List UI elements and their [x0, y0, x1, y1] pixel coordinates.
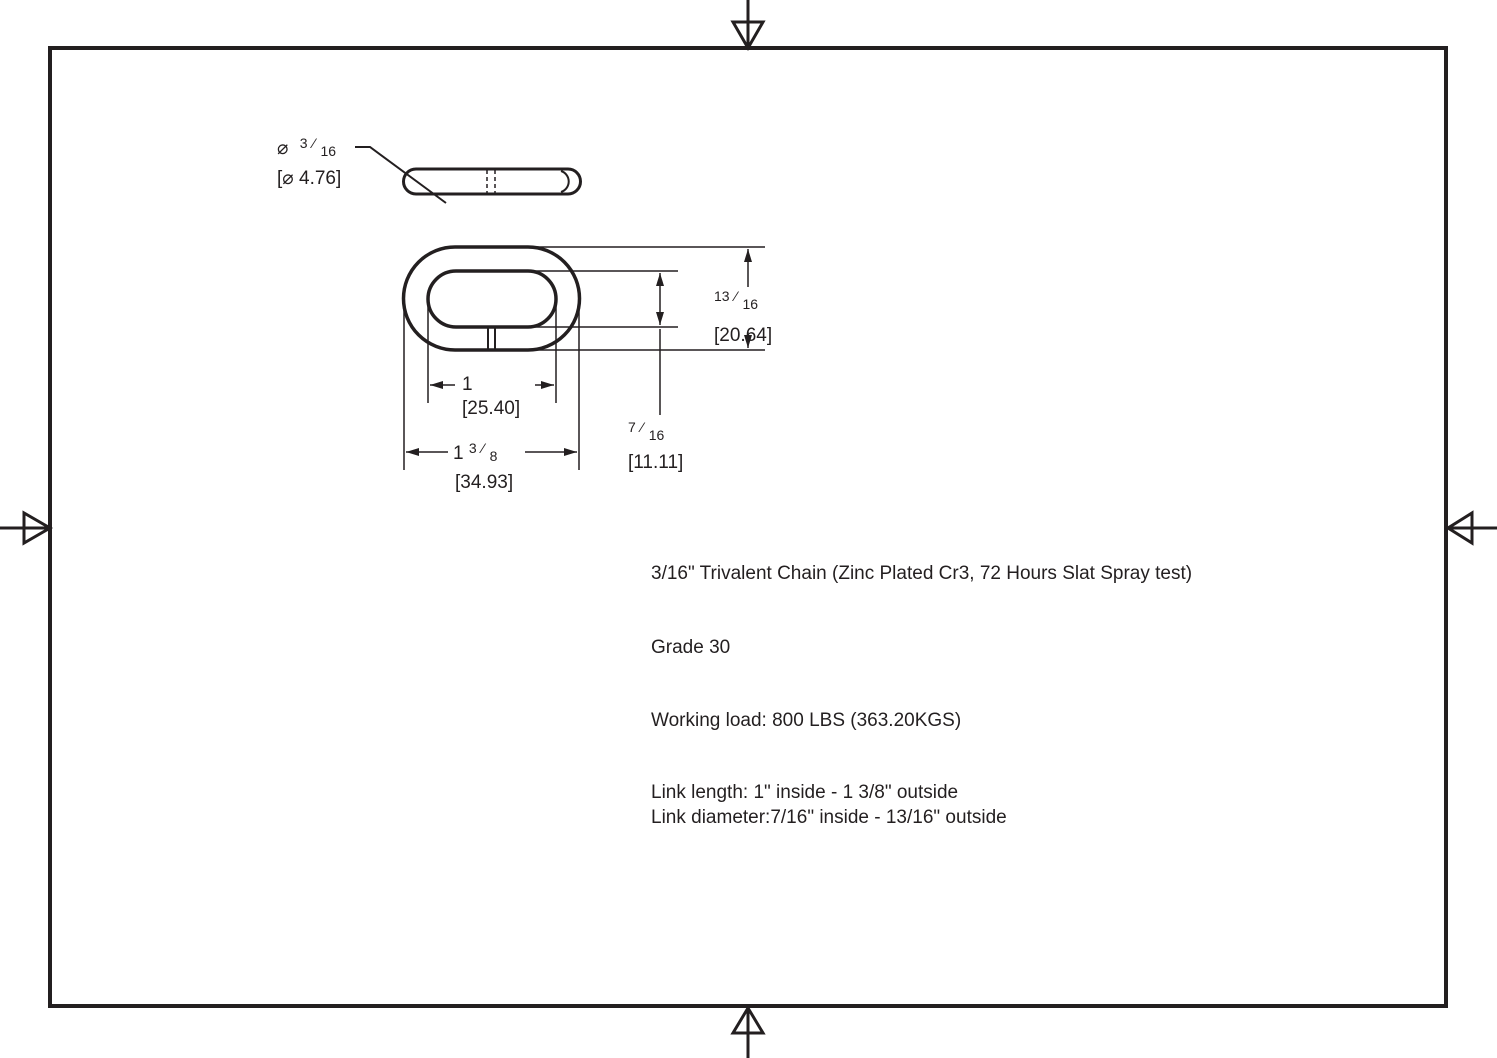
wire-diameter-denominator: 16	[320, 143, 336, 159]
link-front-view	[401, 245, 582, 352]
inside-diameter-denominator: 16	[649, 427, 665, 443]
outside-diameter-metric: [20.64]	[714, 325, 772, 346]
inside-diameter-dimension	[528, 270, 678, 415]
inside-length-dimension	[427, 300, 557, 403]
link-outer-outline	[401, 245, 582, 352]
outside-diameter-numerator: 13	[714, 288, 730, 304]
outside-length-dimension	[403, 300, 580, 470]
spec-link-diameter: Link diameter:7/16" inside - 13/16" outs…	[651, 807, 1007, 828]
wire-diameter-imperial: ⌀ 3 ⁄ 16	[277, 132, 336, 159]
inside-diameter-metric: [11.11]	[628, 452, 683, 473]
inside-length-imperial: 1	[462, 374, 473, 395]
link-inner-outline	[426, 269, 558, 329]
centering-marker-bottom	[730, 1005, 766, 1058]
link-side-view	[402, 167, 582, 196]
outside-length-metric: [34.93]	[455, 472, 513, 493]
diameter-symbol: ⌀	[277, 138, 288, 159]
drawing-frame	[48, 46, 1448, 1008]
wire-diameter-leader	[355, 146, 447, 204]
spec-working-load: Working load: 800 LBS (363.20KGS)	[651, 710, 962, 731]
outside-length-imperial: 1 3 ⁄ 8	[453, 437, 498, 464]
spec-link-length: Link length: 1" inside - 1 3/8" outside	[651, 782, 959, 803]
spec-title: 3/16" Trivalent Chain (Zinc Plated Cr3, …	[651, 563, 1193, 584]
outside-length-whole: 1	[453, 443, 464, 464]
outside-diameter-imperial: 13 ⁄ 16	[714, 285, 758, 312]
outside-length-numerator: 3	[469, 440, 477, 456]
wire-diameter-numerator: 3	[300, 135, 308, 151]
centering-marker-right	[1445, 510, 1497, 546]
wire-diameter-metric: [⌀ 4.76]	[277, 168, 341, 189]
spec-grade: Grade 30	[651, 637, 731, 658]
centering-marker-top	[730, 0, 766, 52]
inside-diameter-imperial: 7 ⁄ 16	[628, 416, 664, 443]
outside-length-denominator: 8	[490, 448, 498, 464]
inside-length-metric: [25.40]	[462, 398, 520, 419]
outside-diameter-dimension	[528, 246, 765, 351]
inside-diameter-numerator: 7	[628, 419, 636, 435]
centering-marker-left	[0, 510, 54, 546]
outside-diameter-denominator: 16	[742, 296, 758, 312]
